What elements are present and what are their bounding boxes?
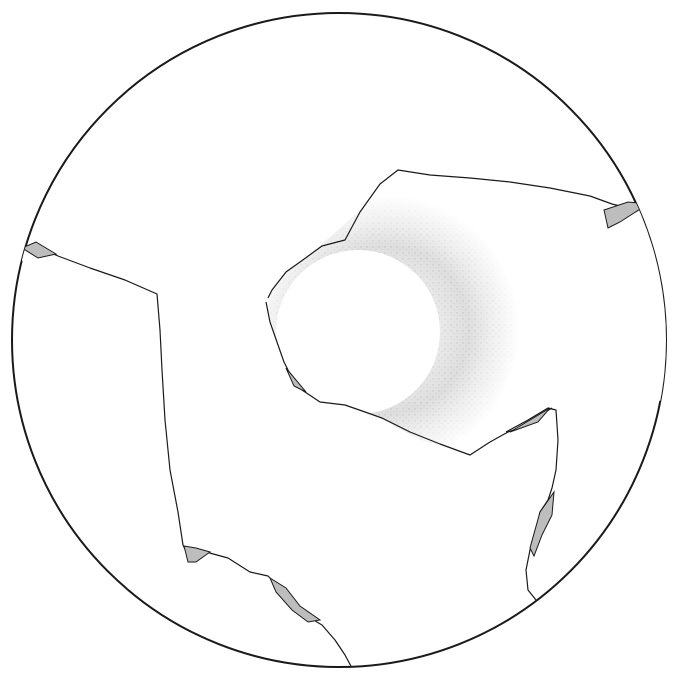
right-edge-facet (530, 492, 554, 556)
bottom-edge-facet-2 (270, 578, 320, 622)
specimen-layer (20, 160, 668, 668)
central-fragment (240, 160, 668, 490)
